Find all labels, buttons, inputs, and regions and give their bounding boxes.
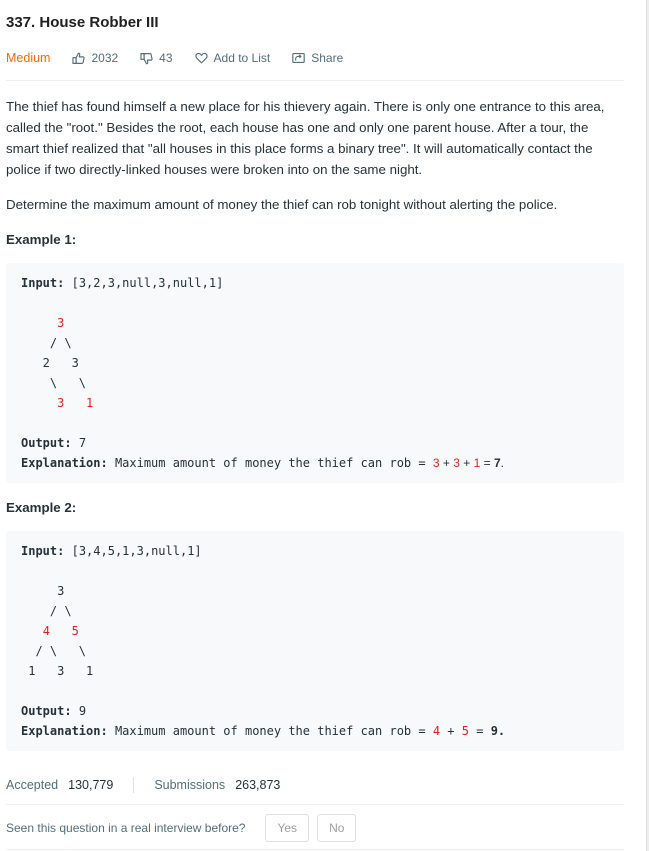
right-scroll-edge	[646, 0, 649, 851]
stats-divider	[133, 777, 135, 793]
submissions-label: Submissions	[154, 778, 226, 792]
input-value: [3,2,3,null,3,null,1]	[71, 276, 224, 290]
explanation-text: Maximum amount of money the thief can ro…	[114, 724, 426, 738]
divider	[6, 80, 624, 81]
no-button[interactable]: No	[317, 814, 357, 842]
dislike-button[interactable]: 43	[140, 51, 173, 65]
add-to-list-label: Add to List	[213, 51, 271, 65]
explanation-label: Explanation:	[21, 724, 108, 738]
share-button[interactable]: Share	[292, 51, 343, 65]
output-label: Output:	[21, 704, 72, 718]
thumbs-down-icon	[140, 52, 153, 64]
share-icon	[292, 52, 305, 64]
description-question: Determine the maximum amount of money th…	[6, 197, 558, 212]
example-2-code: Input: [3,4,5,1,3,null,1] 3 / \ 4 5 / \ …	[21, 544, 506, 738]
heart-icon	[194, 52, 208, 64]
divider	[6, 849, 624, 850]
difficulty-label: Medium	[6, 51, 51, 65]
example-1-title: Example 1:	[6, 232, 77, 247]
expr-result: 7	[493, 456, 501, 470]
problem-title: 337. House Robber III	[6, 14, 159, 31]
output-value: 7	[78, 436, 87, 450]
submission-stats: Accepted 130,779 Submissions 263,873	[6, 776, 280, 794]
expr-term: 5	[461, 724, 469, 738]
example-1-code: Input: [3,2,3,null,3,null,1] 3 / \ 2 3 \…	[21, 276, 504, 470]
add-to-list-button[interactable]: Add to List	[194, 51, 271, 65]
divider	[6, 804, 624, 805]
expr-result: 9.	[490, 724, 506, 738]
interview-question: Seen this question in a real interview b…	[6, 821, 246, 835]
dislike-count: 43	[159, 51, 173, 65]
interview-feedback: Seen this question in a real interview b…	[6, 814, 357, 842]
like-count: 2032	[91, 51, 119, 65]
expr-term: 3	[453, 456, 460, 470]
expr-term: 4	[432, 724, 441, 738]
yes-button[interactable]: Yes	[265, 814, 310, 842]
example-1-codebox: Input: [3,2,3,null,3,null,1] 3 / \ 2 3 \…	[6, 263, 624, 483]
input-label: Input:	[21, 276, 65, 290]
like-button[interactable]: 2032	[72, 51, 118, 65]
accepted-value: 130,779	[68, 778, 114, 792]
submissions-value: 263,873	[235, 778, 281, 792]
accepted-label: Accepted	[6, 778, 59, 792]
explanation-label: Explanation:	[21, 456, 108, 470]
example-2-title: Example 2:	[6, 500, 77, 515]
problem-meta-bar: Medium 2032 43 Add to List	[6, 49, 624, 67]
description-paragraph: The thief has found himself a new place …	[6, 99, 605, 177]
output-value: 9	[78, 704, 87, 718]
input-value: [3,4,5,1,3,null,1]	[71, 544, 202, 558]
explanation-text: Maximum amount of money the thief can ro…	[114, 456, 426, 470]
thumbs-up-icon	[72, 52, 86, 64]
output-label: Output:	[21, 436, 72, 450]
expr-term: 3	[432, 456, 440, 470]
expr-term: 1	[473, 456, 481, 470]
example-2-codebox: Input: [3,4,5,1,3,null,1] 3 / \ 4 5 / \ …	[6, 531, 624, 751]
share-label: Share	[311, 51, 344, 65]
input-label: Input:	[21, 544, 65, 558]
